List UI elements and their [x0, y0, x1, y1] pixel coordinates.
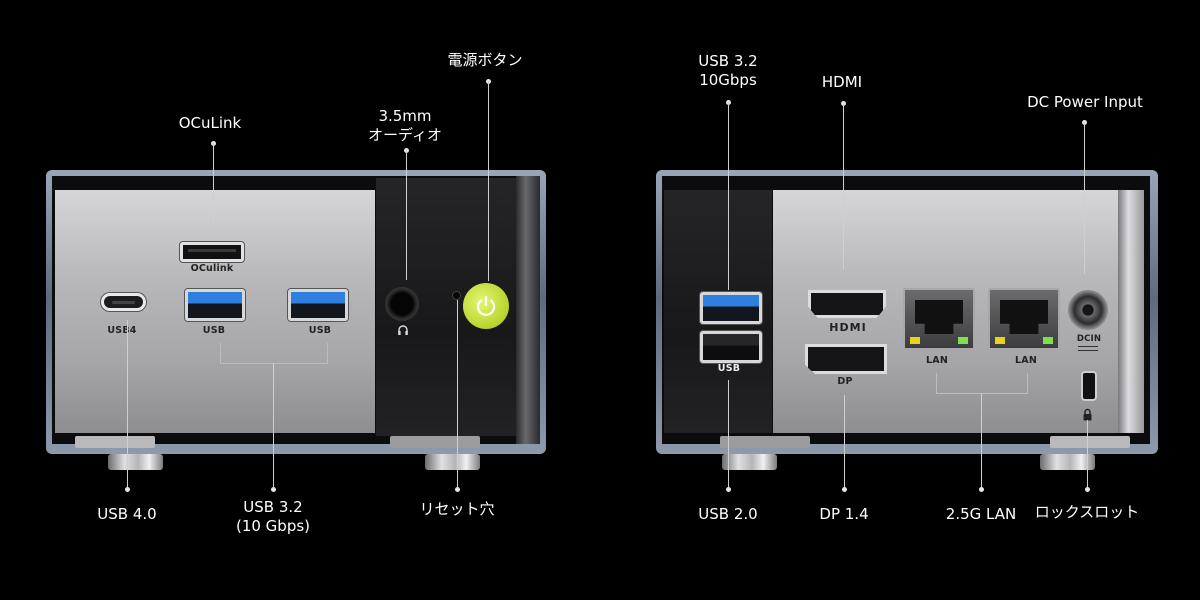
callout-power-button: 電源ボタン [447, 51, 523, 69]
usb-port-label: USB [717, 363, 741, 374]
leader-dot [455, 487, 460, 492]
leader-dot [271, 487, 276, 492]
dcin-port-label: DCIN [1076, 334, 1102, 344]
lan-port-1[interactable] [903, 288, 975, 350]
leader-line [406, 150, 407, 280]
leader-dot [979, 487, 984, 492]
leader-line [843, 103, 844, 269]
lan-port-1-socket [915, 300, 963, 334]
usb-bracket [220, 343, 328, 364]
callout-audio-line2: オーディオ [368, 126, 442, 144]
right-top-tab [1020, 176, 1080, 186]
lan-port-2-socket [1000, 300, 1048, 334]
callout-usb32-right: USB 3.2 10Gbps [678, 52, 778, 90]
lan-port-1-label: LAN [926, 355, 948, 366]
callout-usb32: USB 3.2 (10 Gbps) [218, 498, 328, 536]
left-foot-2 [425, 454, 480, 470]
dp-port[interactable] [805, 344, 887, 374]
leader-line [1084, 122, 1085, 274]
right-bottom-strip-2 [1050, 436, 1130, 448]
oculink-port[interactable] [180, 242, 244, 262]
leader-line [728, 102, 729, 290]
callout-hdmi: HDMI [821, 73, 863, 91]
leader-dot [842, 487, 847, 492]
left-top-tab [110, 176, 170, 186]
lan-bracket [936, 373, 1028, 394]
leader-line [273, 363, 274, 487]
usb-a-port-2[interactable] [288, 289, 348, 321]
callout-oculink: OCuLink [178, 114, 242, 132]
callout-audio-line1: 3.5mm [378, 107, 432, 125]
leader-line [457, 300, 458, 487]
usb4-port-label: USB4 [107, 325, 137, 336]
usb-a-port-1-label: USB [202, 325, 226, 336]
left-side-edge [516, 176, 540, 444]
leader-dot [1085, 487, 1090, 492]
callout-usb32-right-line2: 10Gbps [699, 71, 757, 89]
callout-usb4: USB 4.0 [97, 505, 157, 523]
leader-line [213, 143, 214, 223]
callout-lan: 2.5G LAN [945, 505, 1017, 523]
leader-line [728, 380, 729, 488]
leader-dot [726, 487, 731, 492]
callout-usb20: USB 2.0 [698, 505, 758, 523]
usb-a-port-1[interactable] [185, 289, 245, 321]
right-foot-1 [722, 454, 777, 470]
lock-icon [1082, 406, 1093, 421]
lan-port-2-label: LAN [1015, 355, 1037, 366]
leader-line [981, 393, 982, 488]
usb32-port[interactable] [700, 292, 762, 324]
usb-a-port-2-label: USB [308, 325, 332, 336]
dc-power-input-port[interactable] [1068, 290, 1108, 330]
callout-lock-slot: ロックスロット [1034, 503, 1140, 521]
callout-usb32-right-line1: USB 3.2 [698, 52, 758, 70]
callout-dc-power: DC Power Input [1027, 93, 1143, 111]
hdmi-port[interactable] [808, 290, 886, 318]
lan-port-1-led-yellow [910, 337, 920, 344]
headphone-icon [397, 321, 409, 335]
lan-port-2-led-green [1043, 337, 1053, 344]
right-bottom-strip [720, 436, 810, 448]
lock-slot[interactable] [1081, 371, 1097, 401]
leader-line [488, 81, 489, 281]
hdmi-port-label: HDMI [829, 321, 867, 334]
right-foot-2 [1040, 454, 1095, 470]
leader-line [127, 320, 128, 488]
lan-port-2-led-yellow [995, 337, 1005, 344]
lan-port-2[interactable] [988, 288, 1060, 350]
right-side-edge [1118, 190, 1144, 433]
callout-usb32-line2: (10 Gbps) [235, 517, 311, 535]
callout-reset: リセット穴 [419, 500, 495, 518]
left-foot-1 [108, 454, 163, 470]
dp-port-label: DP [837, 376, 853, 387]
usb4-port[interactable] [101, 293, 146, 311]
oculink-port-label: OCulink [190, 263, 234, 274]
dcin-polarity-mark [1078, 346, 1098, 351]
lan-port-1-led-green [958, 337, 968, 344]
callout-usb32-line1: USB 3.2 [243, 498, 303, 516]
audio-jack[interactable] [385, 287, 419, 321]
leader-line [844, 395, 845, 488]
power-icon [474, 294, 498, 318]
leader-dot [125, 487, 130, 492]
left-bottom-strip [75, 436, 155, 448]
callout-audio: 3.5mm オーディオ [350, 107, 460, 145]
usb20-port[interactable] [700, 331, 762, 363]
callout-dp: DP 1.4 [819, 505, 869, 523]
leader-line [1087, 420, 1088, 488]
reset-hole[interactable] [453, 292, 460, 299]
left-bottom-strip-2 [390, 436, 480, 448]
